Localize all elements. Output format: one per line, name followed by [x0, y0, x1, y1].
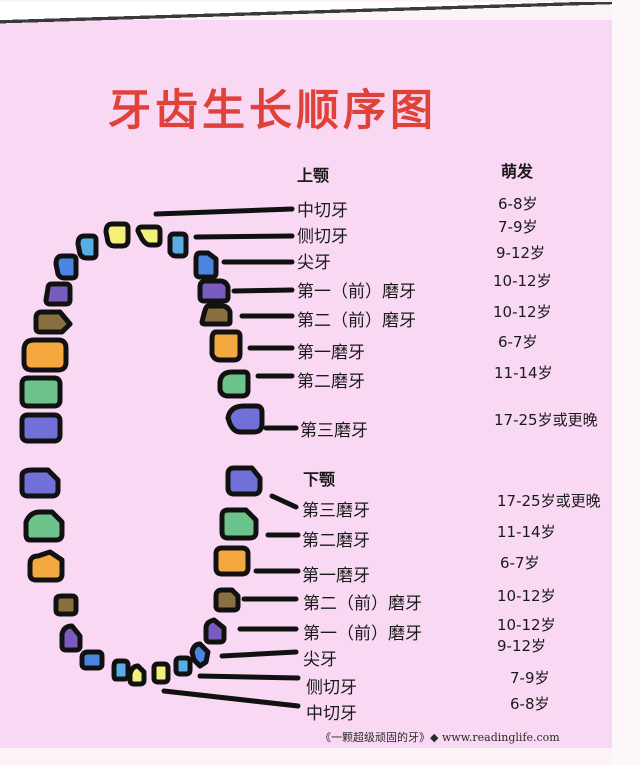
- upper-right-central-incisor-icon: [135, 224, 163, 248]
- lower-right-central-incisor-icon: [151, 661, 171, 685]
- upper-left-third-molar-icon: [19, 412, 63, 444]
- upper-tooth-name: 第三磨牙: [300, 421, 368, 441]
- lower-tooth-name: 第一（前）磨牙: [303, 624, 422, 644]
- lower-tooth-age: 6-8岁: [510, 695, 550, 713]
- lower-left-first-premolar-icon: [59, 623, 83, 653]
- upper-left-central-incisor-icon: [103, 221, 131, 249]
- lower-arch: [19, 465, 263, 687]
- upper-left-first-molar-icon: [21, 337, 69, 373]
- lower-right-lateral-incisor-icon: [173, 655, 193, 677]
- upper-tooth-name: 第一磨牙: [297, 343, 365, 363]
- lower-tooth-age: 10-12岁: [497, 616, 556, 634]
- upper-tooth-name: 侧切牙: [297, 227, 348, 247]
- lower-left-first-molar-icon: [27, 549, 65, 583]
- lower-tooth-name: 第三磨牙: [302, 501, 370, 521]
- upper-tooth-name: 第二磨牙: [297, 372, 365, 392]
- eruption-column-header: 萌发: [501, 162, 534, 181]
- upper-left-first-premolar-icon: [43, 281, 73, 307]
- lower-left-second-premolar-icon: [53, 593, 79, 617]
- lower-tooth-name: 第二磨牙: [302, 531, 370, 551]
- upper-tooth-age: 6-8岁: [498, 195, 538, 213]
- upper-tooth-name: 第二（前）磨牙: [297, 311, 416, 331]
- upper-tooth-age: 11-14岁: [494, 364, 553, 382]
- page-right-margin: [612, 0, 640, 765]
- lower-tooth-age: 6-7岁: [500, 554, 540, 572]
- upper-right-second-premolar-icon: [199, 303, 233, 327]
- upper-tooth-age: 17-25岁或更晚: [494, 411, 598, 429]
- lower-left-third-molar-icon: [19, 467, 61, 499]
- upper-right-second-molar-icon: [217, 369, 251, 399]
- upper-right-first-premolar-icon: [197, 278, 231, 304]
- upper-tooth-age: 7-9岁: [498, 218, 538, 236]
- upper-tooth-age: 10-12岁: [493, 272, 552, 290]
- upper-jaw-header: 上颚: [297, 166, 330, 185]
- lower-tooth-age: 17-25岁或更晚: [497, 492, 601, 510]
- lower-left-canine-icon: [79, 649, 105, 671]
- upper-left-canine-icon: [53, 253, 79, 281]
- upper-tooth-age: 9-12岁: [496, 244, 546, 262]
- upper-tooth-age: 6-7岁: [498, 333, 538, 351]
- lower-right-first-molar-icon: [213, 545, 251, 577]
- lower-tooth-age: 7-9岁: [510, 669, 550, 687]
- upper-right-lateral-incisor-icon: [167, 231, 189, 259]
- upper-tooth-name: 第一（前）磨牙: [297, 282, 416, 302]
- lower-right-second-molar-icon: [219, 507, 259, 541]
- page-top-edge: [0, 2, 612, 24]
- upper-left-lateral-incisor-icon: [75, 233, 99, 261]
- lower-jaw-header: 下颚: [303, 470, 336, 489]
- lower-tooth-name: 第一磨牙: [302, 566, 370, 586]
- upper-left-second-premolar-icon: [33, 309, 73, 335]
- upper-tooth-age: 10-12岁: [493, 303, 552, 321]
- lower-tooth-name: 中切牙: [306, 704, 357, 724]
- lower-right-second-premolar-icon: [213, 587, 241, 613]
- lower-left-second-molar-icon: [23, 509, 65, 543]
- upper-left-second-molar-icon: [19, 375, 63, 409]
- upper-right-canine-icon: [193, 250, 219, 280]
- lower-left-lateral-incisor-icon: [111, 658, 131, 682]
- upper-right-first-molar-icon: [209, 329, 243, 363]
- lower-tooth-age: 11-14岁: [497, 523, 556, 541]
- lower-right-first-premolar-icon: [203, 617, 227, 645]
- page-title: 牙齿生长顺序图: [108, 86, 437, 136]
- lower-tooth-name: 尖牙: [303, 650, 337, 670]
- upper-arch: [19, 221, 265, 444]
- lower-tooth-name: 侧切牙: [306, 678, 357, 698]
- leader-lines: [153, 206, 301, 709]
- lower-tooth-age: 10-12岁: [497, 587, 556, 605]
- upper-tooth-name: 尖牙: [297, 253, 331, 273]
- lower-right-canine-icon: [189, 641, 211, 669]
- lower-tooth-age: 9-12岁: [497, 637, 547, 655]
- source-footer: 《一颗超级顽固的牙》◆ www.readinglife.com: [320, 731, 560, 744]
- lower-left-central-incisor-icon: [127, 663, 147, 687]
- lower-tooth-name: 第二（前）磨牙: [303, 594, 422, 614]
- upper-tooth-name: 中切牙: [297, 201, 348, 221]
- chart-page: [0, 20, 612, 748]
- upper-right-third-molar-icon: [225, 403, 265, 435]
- lower-right-third-molar-icon: [225, 465, 263, 497]
